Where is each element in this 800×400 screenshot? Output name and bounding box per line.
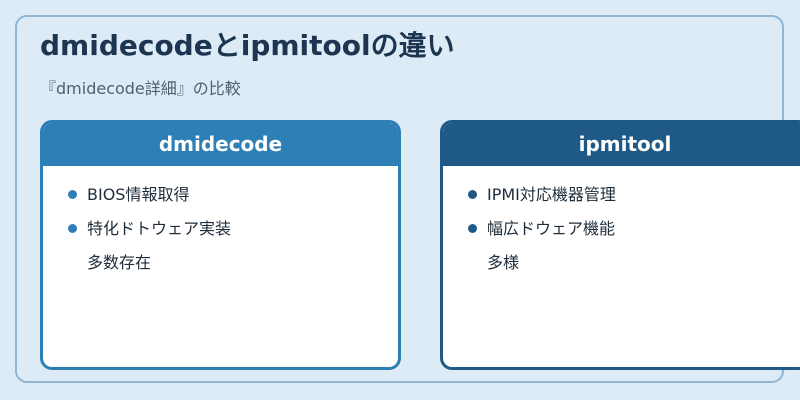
bullet-icon (468, 224, 477, 233)
ipmitool-feature-list: IPMI対応機器管理 幅広ドウェア機能 多様 (467, 183, 797, 275)
bullet-icon (68, 224, 77, 233)
ipmitool-card-title: ipmitool (443, 123, 800, 166)
list-item-text: IPMI対応機器管理 (487, 185, 616, 204)
bullet-icon (468, 190, 477, 199)
list-item: BIOS情報取得 (67, 183, 388, 207)
list-item-text: BIOS情報取得 (87, 185, 190, 204)
dmidecode-card-title: dmidecode (43, 123, 398, 166)
dmidecode-card: dmidecode BIOS情報取得 特化ドトウェア実装 多数存在 (40, 120, 401, 370)
page-title: dmidecodeとipmitoolの違い (40, 29, 455, 62)
list-item: IPMI対応機器管理 (467, 183, 797, 207)
list-item: 幅広ドウェア機能 (467, 217, 797, 241)
page-subtitle: 『dmidecode詳細』の比較 (40, 79, 241, 98)
list-item-continuation: 多数存在 (87, 253, 152, 272)
ipmitool-card: ipmitool IPMI対応機器管理 幅広ドウェア機能 多様 (440, 120, 800, 370)
list-item-text: 特化ドトウェア実装 (87, 219, 232, 238)
list-item: 特化ドトウェア実装 (67, 217, 388, 241)
list-item-text: 幅広ドウェア機能 (487, 219, 616, 238)
dmidecode-feature-list: BIOS情報取得 特化ドトウェア実装 多数存在 (67, 183, 388, 275)
list-item-continuation: 多様 (487, 253, 520, 272)
bullet-icon (68, 190, 77, 199)
